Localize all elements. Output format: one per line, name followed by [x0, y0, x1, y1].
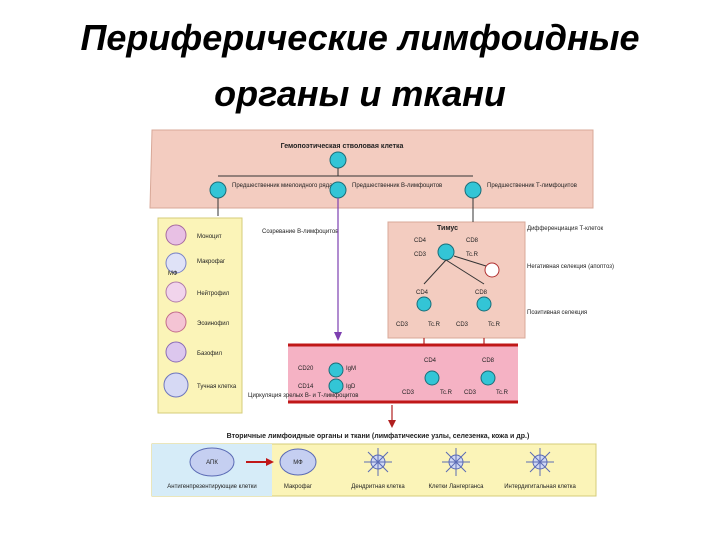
- cd8-single-cell: [476, 296, 492, 312]
- macrophage-cell-icon: [279, 448, 317, 476]
- langerhans-cell-icon: [442, 448, 470, 476]
- page-title-line2: органы и ткани: [214, 73, 506, 114]
- myeloid-cell-label-0: Моноцит: [197, 234, 222, 240]
- b-cell-igd: [328, 378, 344, 394]
- eosinophil-icon: [165, 311, 187, 333]
- myeloid-cell-label-4: Базофил: [197, 351, 223, 357]
- macrophage-icon: [165, 252, 187, 274]
- circ-cd4-cell: [424, 370, 440, 386]
- myeloid-cell-label-1: Макрофаг: [197, 259, 226, 265]
- b-maturation-label: Созревание В-лимфоцитов: [262, 229, 338, 235]
- circ-cd8-label: CD8: [482, 358, 495, 364]
- bone-marrow-region: [149, 129, 594, 209]
- dendritic-cell-icon: [364, 448, 392, 476]
- b-progenitor-label: Предшественник В-лимфоцитов: [352, 183, 442, 189]
- circ-cd8-cd3-label: CD3: [464, 390, 477, 396]
- secondary-cell-label-3: Клетки Лангерганса: [429, 484, 485, 490]
- thymus-label: Тимус: [437, 225, 458, 232]
- negative-arrow: [453, 255, 487, 267]
- cd4-cd3-label: CD3: [396, 322, 409, 328]
- circ-cd8-cell: [480, 370, 496, 386]
- thymus-region: [387, 221, 526, 339]
- apc-cell-icon: [189, 447, 235, 477]
- secondary-title: Вторичные лимфоидные органы и ткани (лим…: [227, 433, 530, 440]
- mast-cell-icon: [163, 372, 189, 398]
- circ-cd4-label: CD4: [424, 358, 437, 364]
- secondary-cell-label-0: Антигенпрезентирующие клетки: [167, 484, 256, 490]
- cd8-cd3-label: CD3: [456, 322, 469, 328]
- stem-cell-label: Гемопоэтическая стволовая клетка: [281, 143, 404, 150]
- myeloid-cell-label-2: Нейтрофил: [197, 290, 230, 297]
- secondary-mf-label: МФ: [293, 460, 303, 466]
- cd8-branch-arrow: [445, 259, 485, 285]
- t-progenitor-cell: [464, 181, 482, 199]
- positive-selection-label: Позитивная селекция: [527, 310, 587, 316]
- double-positive-cell: [437, 243, 455, 261]
- igm-label: IgM: [346, 366, 356, 372]
- page-title-line1: Периферические лимфоидные: [80, 17, 640, 58]
- mf-label: МФ: [168, 271, 178, 277]
- cd4-single-cell: [416, 296, 432, 312]
- apc-label: АПК: [206, 460, 218, 466]
- thymus-tcr-label: Tc.R: [466, 252, 479, 258]
- thymus-cd3-label: CD3: [414, 252, 427, 258]
- circ-cd4-cd3-label: CD3: [402, 390, 415, 396]
- b-cell-arrowhead: [334, 332, 342, 341]
- myeloid-cell-label-5: Тучная клетка: [197, 384, 237, 390]
- basophil-icon: [165, 341, 187, 363]
- secondary-cell-label-4: Интердигитальная клетка: [504, 484, 576, 490]
- thymus-cd8-label: CD8: [466, 238, 479, 244]
- cd4-branch-arrow: [423, 259, 447, 285]
- secondary-arrowhead: [388, 420, 396, 428]
- t-progenitor-label: Предшественник Т-лимфоцитов: [487, 183, 577, 189]
- negative-selection-label: Негативная селекция (апоптоз): [527, 264, 614, 270]
- interdigitating-cell-icon: [526, 448, 554, 476]
- thymus-cd4-single-label: CD4: [416, 290, 429, 296]
- apc-arrowhead: [266, 458, 274, 466]
- circulation-band: [288, 345, 518, 402]
- monocyte-icon: [165, 224, 187, 246]
- myeloid-cells-group: Моноцит МФ Макрофаг Нейтрофил Эозинофил …: [163, 224, 237, 398]
- myeloid-cell-label-3: Эозинофил: [197, 321, 230, 327]
- cd8-tcr-label: Tc.R: [488, 322, 501, 328]
- secondary-cell-label-1: Макрофаг: [284, 484, 313, 490]
- myeloid-progenitor-cell: [209, 181, 227, 199]
- cd4-tcr-label: Tc.R: [428, 322, 441, 328]
- igd-label: IgD: [346, 384, 356, 390]
- cd20-label: CD20: [298, 366, 314, 372]
- stem-cell: [329, 151, 347, 169]
- circulation-label: Циркуляция зрелых В- и Т-лимфоцитов: [248, 393, 358, 399]
- t-differentiation-label: Дифференциация Т-клеток: [527, 226, 603, 232]
- neutrophil-icon: [165, 281, 187, 303]
- thymus-cd4-label: CD4: [414, 238, 427, 244]
- b-cell-igm: [328, 362, 344, 378]
- b-progenitor-cell: [329, 181, 347, 199]
- cd14-label: CD14: [298, 384, 314, 390]
- apoptotic-cell: [484, 262, 500, 278]
- thymus-cd8-single-label: CD8: [475, 290, 488, 296]
- circ-cd4-tcr-label: Tc.R: [440, 390, 453, 396]
- secondary-cell-label-2: Дендритная клетка: [351, 484, 405, 490]
- myeloid-progenitor-label: Предшественник миелоидного ряда: [232, 183, 333, 189]
- circ-cd8-tcr-label: Tc.R: [496, 390, 509, 396]
